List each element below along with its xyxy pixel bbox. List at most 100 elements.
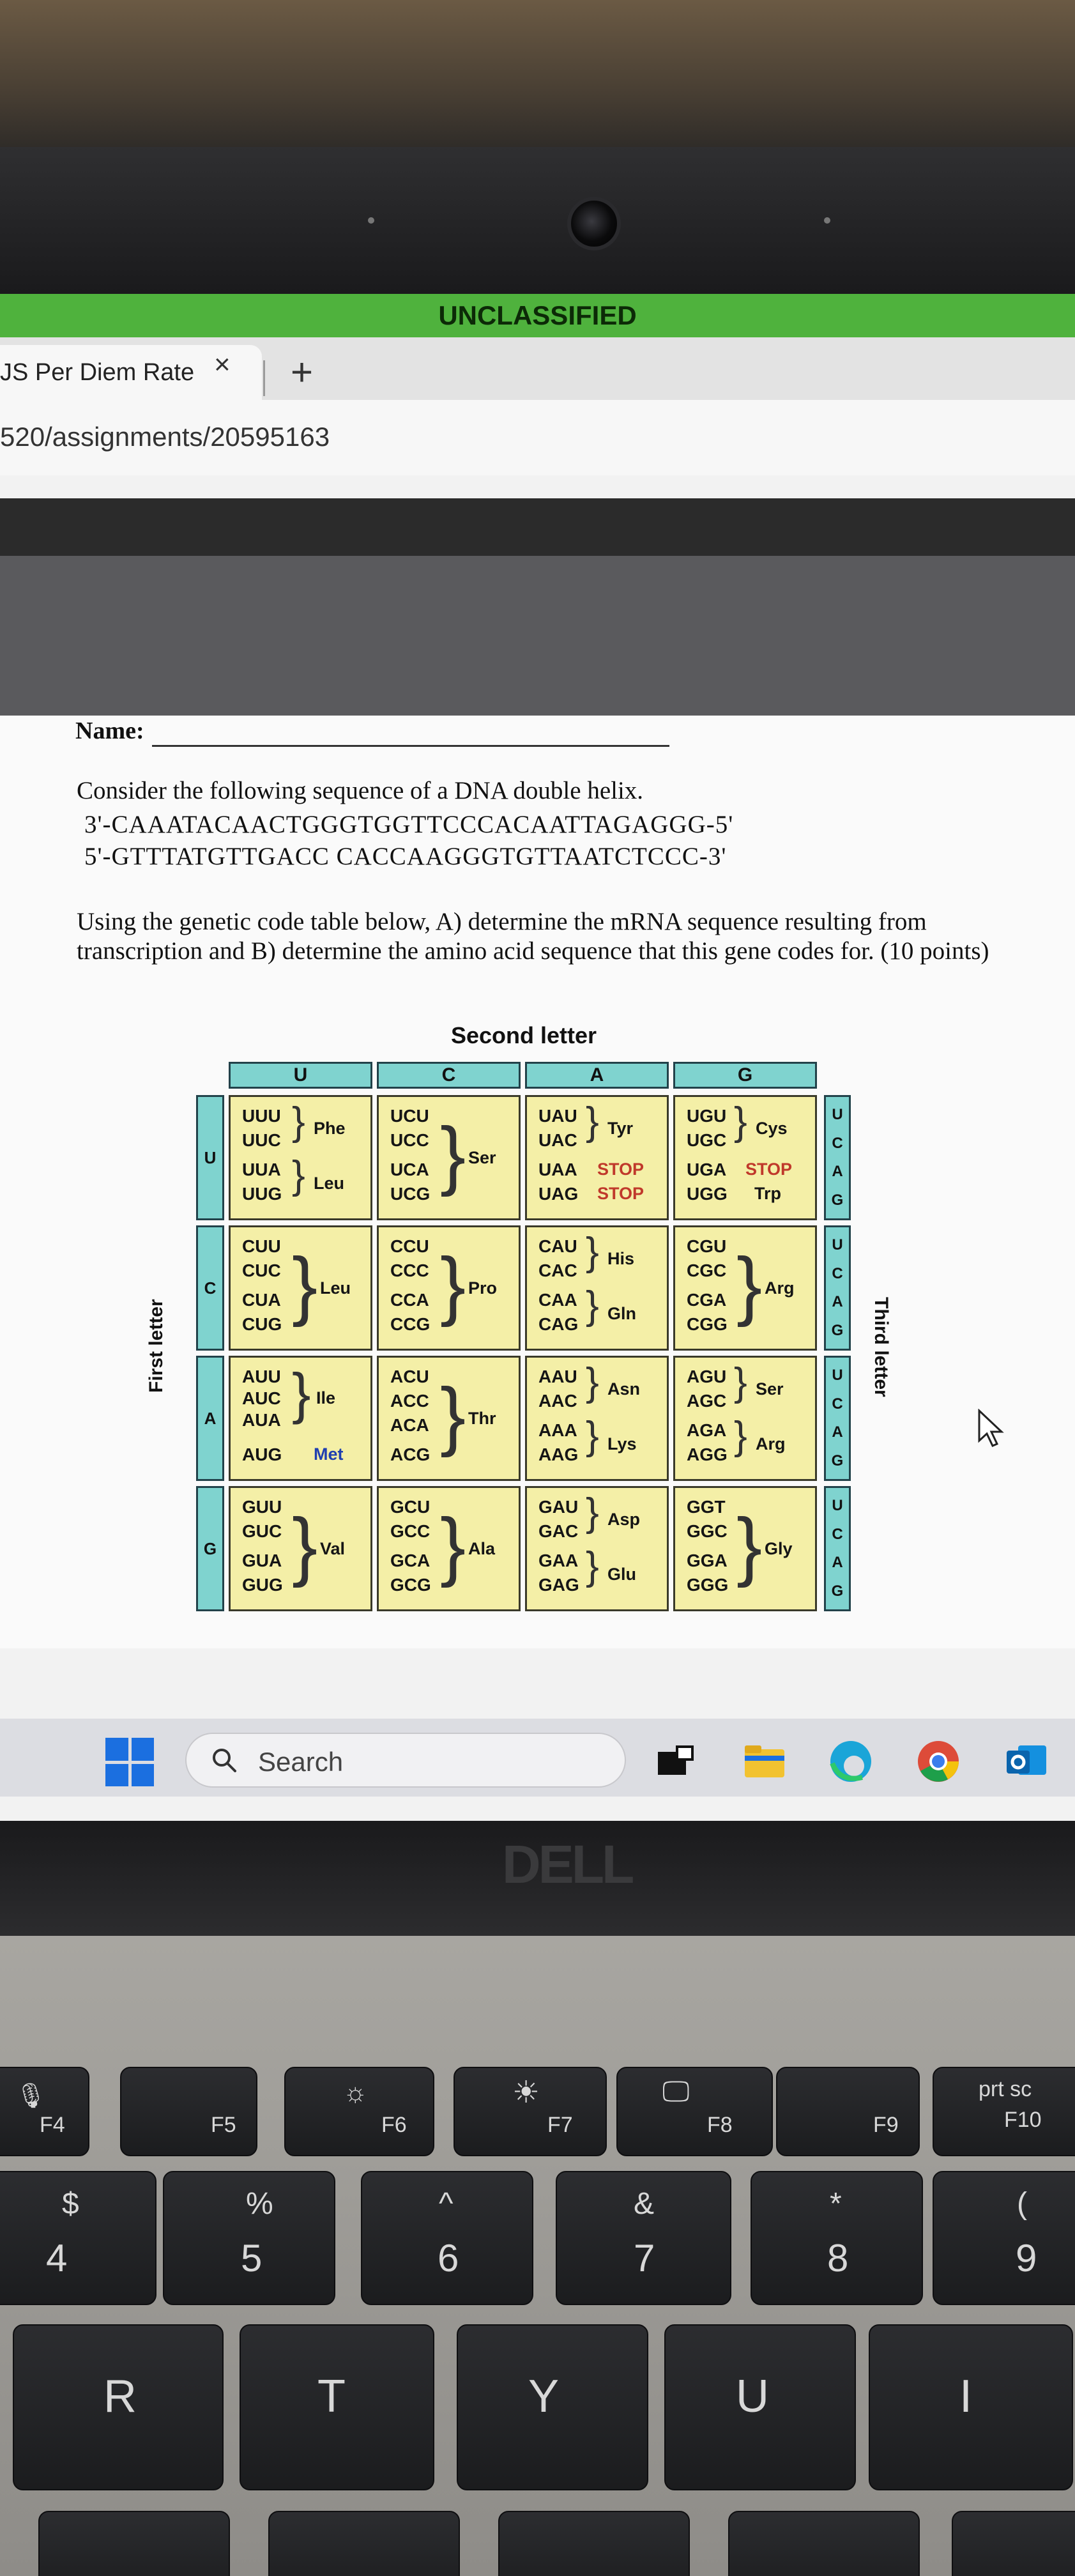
codon: CAG	[538, 1314, 579, 1334]
key-7[interactable]: & 7	[556, 2171, 731, 2305]
third-letter-c: C	[832, 1134, 843, 1152]
codon: UUC	[242, 1130, 281, 1150]
file-explorer-icon[interactable]	[741, 1738, 788, 1785]
codon: GAA	[538, 1551, 579, 1570]
amino-acid: Arg	[756, 1434, 786, 1453]
key-bottom-row[interactable]	[268, 2511, 460, 2576]
codon: GUG	[242, 1575, 283, 1595]
amino-acid: Ala	[468, 1539, 496, 1558]
codon: AGU	[687, 1367, 727, 1386]
codon-cell-cu: CUU CUC CUA CUG } Leu	[229, 1225, 372, 1351]
amino-acid: Pro	[468, 1278, 498, 1298]
codon-cell-ag: AGU AGC AGA AGG } } Ser Arg	[673, 1356, 817, 1481]
key-bottom-row[interactable]	[38, 2511, 230, 2576]
third-letter-c: C	[832, 1525, 843, 1543]
key-f8[interactable]: 🖵 F8	[616, 2067, 773, 2156]
brace: }	[736, 1242, 763, 1328]
task-view-icon[interactable]	[652, 1738, 699, 1785]
third-letter-g: G	[831, 1452, 844, 1469]
key-t[interactable]: T	[240, 2324, 434, 2490]
key-9[interactable]: ( 9	[933, 2171, 1075, 2305]
codon-cell-au: AUU AUC AUA AUG } Ile Met	[229, 1356, 372, 1481]
display-switch-icon: 🖵	[662, 2076, 690, 2107]
key-i[interactable]: I	[869, 2324, 1073, 2490]
key-8[interactable]: * 8	[751, 2171, 923, 2305]
name-blank-line	[152, 745, 669, 747]
dna-strand-top: 3'-CAAATACAACTGGGTGGTTCCCACAATTAGAGGG-5'	[84, 811, 734, 838]
key-y[interactable]: Y	[457, 2324, 648, 2490]
brace: }	[440, 1503, 466, 1588]
column-header-u: U	[229, 1062, 372, 1089]
stop-label: STOP	[597, 1160, 644, 1179]
key-f5[interactable]: F5	[120, 2067, 257, 2156]
key-5[interactable]: % 5	[163, 2171, 335, 2305]
codon: CGG	[687, 1314, 728, 1334]
key-u[interactable]: U	[664, 2324, 856, 2490]
page-header-bar	[0, 498, 1075, 556]
taskbar-search-box[interactable]: Search	[185, 1733, 626, 1788]
mouse-cursor-icon	[978, 1409, 1004, 1447]
codon: GGT	[687, 1497, 726, 1517]
outlook-icon[interactable]	[1003, 1738, 1050, 1785]
codon: UCC	[390, 1130, 429, 1150]
codon: GGC	[687, 1521, 728, 1541]
laptop-screen: UNCLASSIFIED JS Per Diem Rate × + 520/as…	[0, 294, 1075, 1821]
key-f6[interactable]: ☼ F6	[284, 2067, 434, 2156]
third-letter-title: Third letter	[871, 1297, 892, 1397]
brace: }	[734, 1360, 747, 1404]
windows-taskbar: Search	[0, 1719, 1075, 1797]
third-letter-u: U	[832, 1497, 843, 1515]
codon: AAA	[538, 1420, 577, 1440]
new-tab-button[interactable]: +	[291, 351, 314, 394]
key-6[interactable]: ^ 6	[361, 2171, 533, 2305]
browser-tab-bar: JS Per Diem Rate × +	[0, 337, 1075, 400]
codon: CCC	[390, 1261, 429, 1280]
codon-cell-cg: CGU CGC CGA CGG } Arg	[673, 1225, 817, 1351]
key-bottom-row[interactable]	[498, 2511, 690, 2576]
brace: }	[292, 1153, 305, 1197]
codon-cell-ac: ACU ACC ACA ACG } Thr	[377, 1356, 521, 1481]
key-f10-prtsc[interactable]: prt sc F10	[933, 2067, 1075, 2156]
browser-tab[interactable]: JS Per Diem Rate	[0, 345, 262, 400]
brace: }	[292, 1100, 305, 1144]
address-bar[interactable]: 520/assignments/20595163	[0, 400, 1075, 475]
windows-start-icon[interactable]	[105, 1738, 154, 1786]
background-environment	[0, 0, 1075, 160]
brace: }	[292, 1361, 311, 1425]
brace: }	[440, 1242, 466, 1328]
close-icon[interactable]: ×	[214, 349, 231, 380]
dna-strand-bottom: 5'-GTTTATGTTGACC CACCAAGGGTGTTAATCTCCC-3…	[84, 843, 727, 870]
key-f9[interactable]: F9	[776, 2067, 920, 2156]
key-bottom-row[interactable]	[952, 2511, 1075, 2576]
codon: AUU	[242, 1367, 281, 1386]
third-letter-g: G	[831, 1321, 844, 1339]
codon: AAU	[538, 1367, 577, 1386]
row-header-u: U	[196, 1095, 224, 1220]
edge-icon[interactable]	[827, 1738, 874, 1785]
codon: CUA	[242, 1290, 281, 1310]
codon: CGU	[687, 1236, 727, 1256]
codon: GCU	[390, 1497, 431, 1517]
third-letter-c: C	[832, 1264, 843, 1282]
brace: }	[586, 1230, 599, 1274]
key-r[interactable]: R	[13, 2324, 224, 2490]
codon: UGA	[687, 1160, 727, 1179]
key-f4[interactable]: 🎙︎ F4	[0, 2067, 89, 2156]
codon: CCG	[390, 1314, 431, 1334]
codon: UAC	[538, 1130, 577, 1150]
amino-acid: Tyr	[607, 1119, 634, 1138]
stop-label: STOP	[597, 1184, 644, 1203]
laptop-lower-bezel	[0, 1821, 1075, 1936]
codon: CAA	[538, 1290, 577, 1310]
codon: CCA	[390, 1290, 429, 1310]
codon: UGC	[687, 1130, 727, 1150]
key-bottom-row[interactable]	[728, 2511, 920, 2576]
second-letter-title: Second letter	[451, 1022, 597, 1048]
codon: CCU	[390, 1236, 429, 1256]
key-4[interactable]: $ 4	[0, 2171, 156, 2305]
third-letter-a: A	[832, 1293, 843, 1311]
chrome-icon[interactable]	[915, 1738, 962, 1785]
codon: CAU	[538, 1236, 577, 1256]
key-f7[interactable]: ☀ F7	[454, 2067, 607, 2156]
